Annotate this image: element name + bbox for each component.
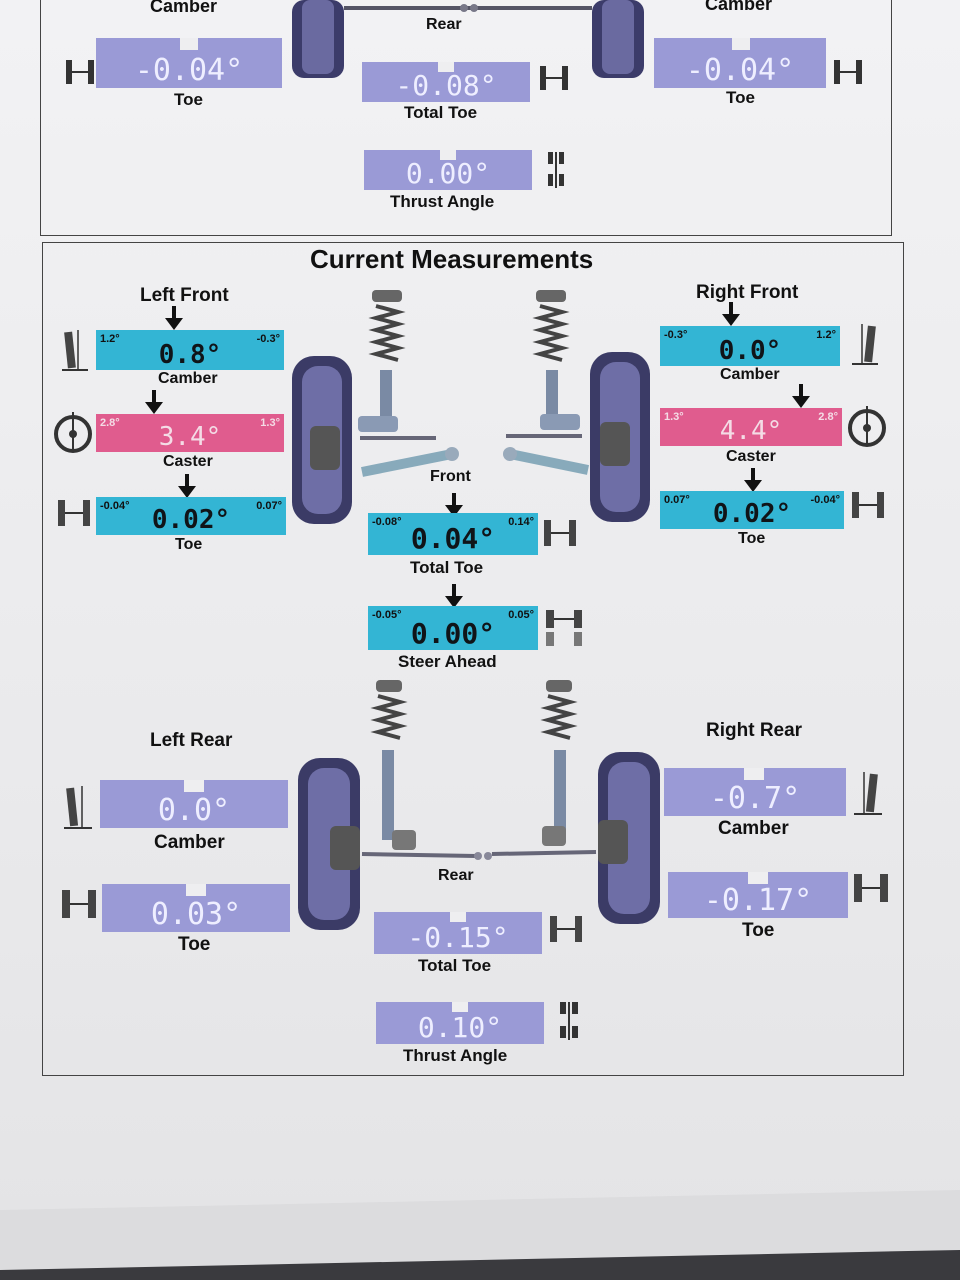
- thrust-angle-gauge: 0.10°: [376, 1002, 544, 1044]
- prev-thrust-label: Thrust Angle: [390, 192, 495, 211]
- right-rear-camber-gauge: -0.7°: [664, 768, 846, 816]
- right-front-title: Right Front: [696, 282, 799, 303]
- rear-label: Rear: [438, 867, 474, 884]
- left-rear-camber-gauge: 0.0°: [100, 780, 288, 828]
- right-rear-camber-label: Camber: [718, 818, 789, 839]
- prev-thrust-gauge: 0.00°: [364, 150, 532, 190]
- prev-left-camber-label: Camber: [150, 0, 218, 16]
- caster-pointer: [792, 384, 810, 408]
- rear-suspension-illustration: [298, 680, 660, 930]
- steer-ahead-label: Steer Ahead: [398, 652, 497, 671]
- toe-pointer: [178, 474, 196, 498]
- thrust-angle-label: Thrust Angle: [403, 1046, 508, 1065]
- current-measurements-title: Current Measurements: [310, 244, 594, 274]
- rear-total-toe-label: Total Toe: [418, 956, 492, 975]
- camber-pointer: [165, 306, 183, 330]
- current-measurements-frame: [42, 242, 904, 1076]
- front-total-toe-label: Total Toe: [410, 558, 484, 577]
- total-toe-icon: [540, 66, 568, 90]
- right-front-toe-gauge: 0.07° -0.04° 0.02°: [660, 491, 844, 529]
- steer-ahead-pointer: [445, 584, 463, 608]
- camber-icon: [62, 330, 88, 371]
- camber-icon: [854, 772, 882, 815]
- thrust-angle-icon: [548, 152, 564, 188]
- right-rear-toe-label: Toe: [742, 920, 775, 941]
- left-rear-toe-label: Toe: [178, 934, 211, 955]
- left-rear-toe-gauge: 0.03°: [102, 884, 290, 932]
- left-front-caster-label: Caster: [163, 453, 213, 470]
- toe-icon: [852, 492, 884, 518]
- prev-rear-suspension-illustration: [292, 0, 644, 78]
- prev-right-toe-gauge: -0.04°: [654, 38, 826, 88]
- thrust-angle-icon: [560, 1002, 578, 1040]
- left-front-caster-gauge: 2.8° 1.3° 3.4°: [96, 414, 284, 452]
- prev-total-toe-gauge: -0.08°: [362, 62, 530, 102]
- toe-icon: [66, 60, 94, 84]
- printout-page: Camber Camber Rear -0.04° Toe -0.08° Tot…: [0, 0, 960, 1240]
- caster-pointer: [145, 390, 163, 414]
- toe-pointer: [744, 468, 762, 492]
- caster-icon: [848, 406, 886, 447]
- toe-icon: [854, 874, 888, 902]
- camber-icon: [852, 324, 878, 365]
- prev-left-toe-gauge: -0.04°: [96, 38, 282, 88]
- toe-icon: [834, 60, 862, 84]
- right-rear-toe-gauge: -0.17°: [668, 872, 848, 918]
- left-front-camber-label: Camber: [158, 370, 218, 387]
- right-front-camber-gauge: -0.3° 1.2° 0.0°: [660, 326, 840, 366]
- front-label: Front: [430, 468, 471, 485]
- toe-icon: [58, 500, 90, 526]
- right-front-caster-label: Caster: [726, 448, 776, 465]
- left-front-toe-gauge: -0.04° 0.07° 0.02°: [96, 497, 286, 535]
- caster-icon: [54, 412, 92, 453]
- prev-total-toe-label: Total Toe: [404, 103, 478, 122]
- prev-right-toe-label: Toe: [726, 88, 755, 107]
- camber-icon: [64, 786, 92, 829]
- total-toe-icon: [550, 916, 582, 942]
- front-suspension-illustration: [292, 290, 650, 524]
- left-rear-title: Left Rear: [150, 730, 233, 751]
- steer-ahead-icon: [546, 610, 582, 646]
- total-toe-icon: [544, 520, 576, 546]
- prev-right-camber-label: Camber: [705, 0, 773, 14]
- prev-left-toe-label: Toe: [174, 90, 203, 109]
- left-front-title: Left Front: [140, 285, 229, 306]
- steer-ahead-gauge: -0.05° 0.05° 0.00°: [368, 606, 538, 650]
- left-front-camber-gauge: 1.2° -0.3° 0.8°: [96, 330, 284, 370]
- rear-total-toe-gauge: -0.15°: [374, 912, 542, 954]
- right-front-camber-label: Camber: [720, 366, 780, 383]
- toe-icon: [62, 890, 96, 918]
- left-rear-camber-label: Camber: [154, 832, 225, 853]
- previous-section-frame: [40, 0, 892, 236]
- right-front-toe-label: Toe: [738, 530, 766, 547]
- prev-rear-label: Rear: [426, 16, 462, 33]
- front-total-toe-gauge: -0.08° 0.14° 0.04°: [368, 513, 538, 555]
- camber-pointer: [722, 302, 740, 326]
- right-front-caster-gauge: 1.3° 2.8° 4.4°: [660, 408, 842, 446]
- left-front-toe-label: Toe: [175, 536, 203, 553]
- right-rear-title: Right Rear: [706, 720, 803, 741]
